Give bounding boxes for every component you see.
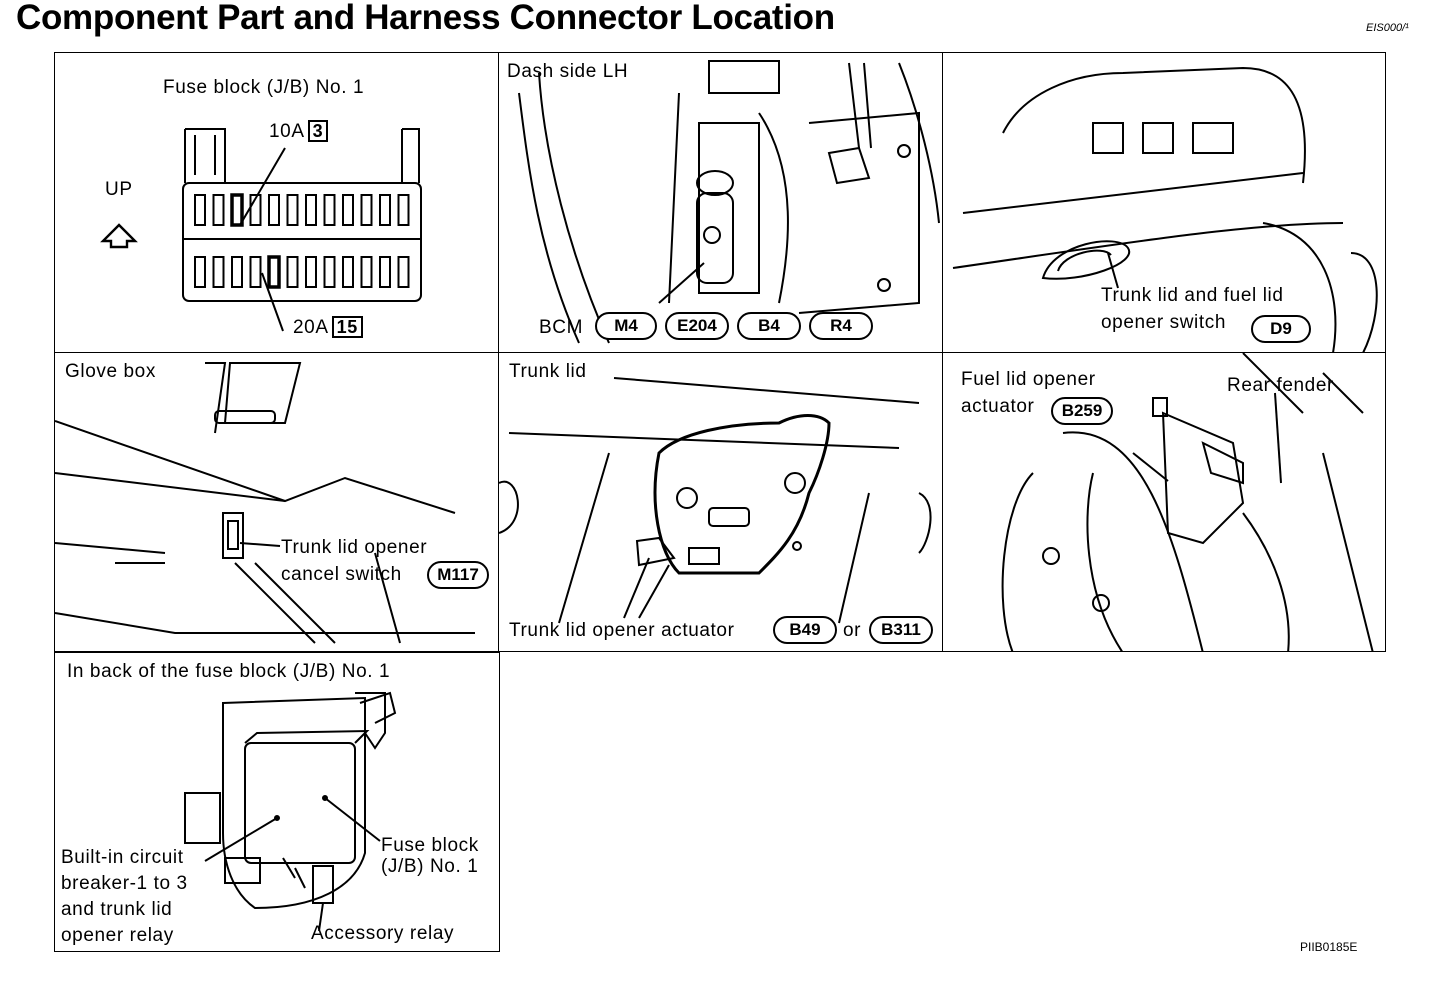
connector-b259: B259 — [1051, 397, 1113, 425]
fuse-slot — [323, 256, 336, 288]
cancel-switch-line2: cancel switch — [281, 564, 402, 585]
fuse-slot — [397, 194, 410, 226]
panel-door-switch: Trunk lid and fuel lid opener switch D9 — [942, 52, 1386, 354]
or-label: or — [843, 620, 862, 641]
fuse-slot — [305, 256, 317, 288]
reference-code: EIS000/¹ — [1366, 22, 1409, 34]
trunk-lid-illustration — [499, 377, 932, 624]
fuse-slot — [249, 256, 262, 288]
connector-d9: D9 — [1251, 315, 1311, 343]
fuse-slot — [360, 256, 373, 288]
fuse-slot — [342, 194, 354, 226]
circuit-breaker-line1: Built-in circuit — [61, 847, 184, 868]
cancel-switch-line1: Trunk lid opener — [281, 537, 428, 558]
door-switch-line2: opener switch — [1101, 312, 1227, 333]
fuse-block-heading: Fuse block (J/B) No. 1 — [163, 77, 365, 98]
connector-b49: B49 — [773, 616, 837, 644]
dash-side-heading: Dash side LH — [507, 61, 629, 82]
fuse-slot — [194, 256, 206, 288]
trunk-lid-heading: Trunk lid — [509, 361, 587, 382]
rear-fender-label: Rear fender — [1227, 375, 1334, 396]
fuse-slot — [268, 194, 280, 226]
fuse-slot — [286, 256, 299, 288]
panel-glove-box: Glove box Trunk lid opener cancel switch… — [54, 352, 500, 652]
fuse-slot — [230, 193, 244, 227]
fuse-slot — [286, 194, 299, 226]
panel-fuel-lid: Fuel lid opener actuator B259 Rear fende… — [942, 352, 1386, 652]
fuse-slot — [305, 194, 317, 226]
fuse-slot — [397, 256, 410, 288]
glove-box-illustration — [55, 362, 475, 644]
circuit-breaker-line3: and trunk lid — [61, 899, 173, 920]
connector-b311: B311 — [869, 616, 933, 644]
fuse-slot — [379, 256, 391, 288]
fuse-slot — [212, 194, 225, 226]
trunk-actuator-caption: Trunk lid opener actuator — [509, 620, 735, 641]
fuse-slot — [231, 256, 243, 288]
fuse-block-callout-line2: (J/B) No. 1 — [381, 856, 479, 877]
fuse-slot — [212, 256, 225, 288]
connector-b4: B4 — [737, 312, 801, 340]
fuse-slot — [342, 256, 354, 288]
fuel-lid-illustration — [1001, 353, 1374, 651]
fuse-slot — [323, 194, 336, 226]
back-fuse-block-illustration — [184, 691, 397, 932]
dash-side-illustration — [518, 60, 940, 344]
panel-trunk-lid: Trunk lid Trunk lid opener actuator B49 … — [498, 352, 944, 652]
fuel-actuator-line1: Fuel lid opener — [961, 369, 1096, 390]
back-fuse-block-heading: In back of the fuse block (J/B) No. 1 — [67, 661, 391, 682]
circuit-breaker-line2: breaker-1 to 3 — [61, 873, 188, 894]
panel-back-fuse-block: In back of the fuse block (J/B) No. 1 Bu… — [54, 652, 500, 952]
connector-m117: M117 — [427, 561, 489, 589]
panel-dash-side: Dash side LH BCM M4 E204 B4 R4 — [498, 52, 944, 354]
fuse-block-illustration — [100, 128, 422, 332]
fuse-slot — [194, 194, 206, 226]
door-switch-illustration — [952, 66, 1378, 353]
fuse-slot — [267, 255, 281, 289]
door-switch-line1: Trunk lid and fuel lid — [1101, 285, 1284, 306]
figure-code: PIIB0185E — [1300, 940, 1358, 954]
fuse-number-3: 3 — [307, 120, 329, 142]
accessory-relay-label: Accessory relay — [311, 923, 455, 944]
circuit-breaker-line4: opener relay — [61, 925, 174, 946]
up-label: UP — [105, 179, 133, 200]
connector-r4: R4 — [809, 312, 873, 340]
fuse-block-callout-line1: Fuse block — [381, 835, 479, 856]
page-title: Component Part and Harness Connector Loc… — [16, 0, 835, 37]
fuel-actuator-line2: actuator — [961, 396, 1035, 417]
bcm-label: BCM — [539, 317, 584, 338]
glove-box-heading: Glove box — [65, 361, 156, 382]
fuse-slot — [379, 194, 391, 226]
fuse-number-15: 15 — [331, 316, 363, 338]
connector-m4: M4 — [595, 312, 657, 340]
connector-e204: E204 — [665, 312, 729, 340]
fuse-slot — [360, 194, 373, 226]
fuse-slot — [249, 194, 262, 226]
